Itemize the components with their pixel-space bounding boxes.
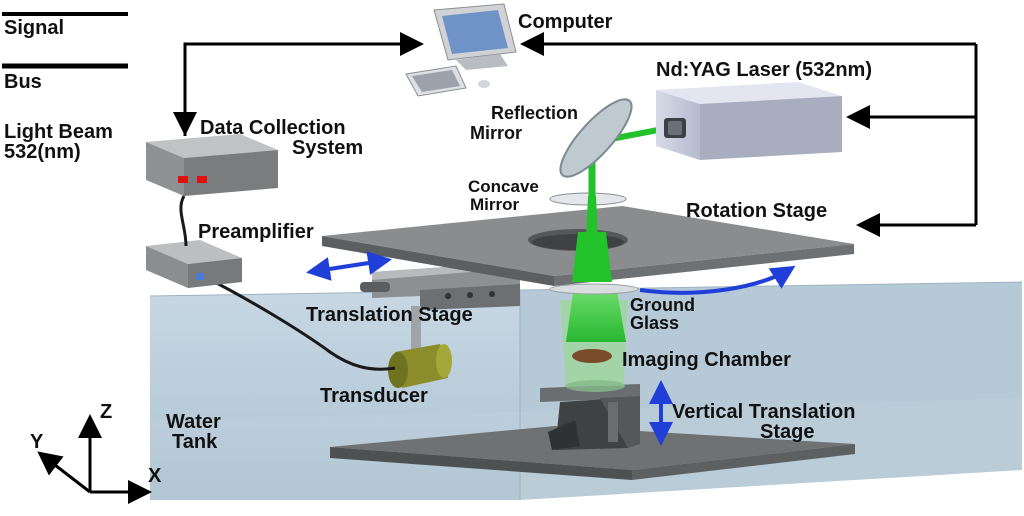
computer-label: Computer bbox=[518, 11, 613, 33]
rotation-motion-arrow bbox=[639, 265, 796, 295]
beam-expanded-cone bbox=[566, 286, 626, 342]
data-collection-device bbox=[146, 134, 278, 196]
ground-glass-label: Ground bbox=[630, 295, 695, 315]
laser-device bbox=[656, 82, 842, 160]
preamplifier-device bbox=[146, 240, 242, 288]
transducer-cable bbox=[204, 275, 396, 371]
vertical-translation-stage-device bbox=[540, 384, 640, 450]
coordinate-axes bbox=[37, 414, 152, 504]
x-axis-label: X bbox=[148, 465, 162, 487]
rotation-stage-label: Rotation Stage bbox=[686, 200, 828, 222]
transducer-label: Transducer bbox=[320, 385, 428, 407]
vertical-stage-label-line2: Stage bbox=[760, 421, 815, 443]
legend-signal-label: Signal bbox=[4, 17, 65, 39]
translation-motion-arrow bbox=[306, 251, 392, 281]
reflection-mirror-label: Reflection bbox=[490, 103, 578, 123]
computer-device bbox=[405, 3, 517, 97]
signal-bus-lines bbox=[173, 32, 978, 237]
translation-stage-label: Translation Stage bbox=[306, 304, 473, 326]
vertical-stage-label: Vertical Translation bbox=[672, 401, 856, 423]
reflection-mirror-disk bbox=[559, 98, 633, 178]
concave-mirror-label: Concave bbox=[468, 177, 539, 196]
transducer-device bbox=[388, 344, 452, 388]
legend-light-beam-label: Light Beam bbox=[4, 121, 113, 143]
z-axis-label: Z bbox=[100, 401, 113, 423]
laser-label: Nd:YAG Laser (532nm) bbox=[656, 59, 872, 81]
ground-glass-label-line2: Glass bbox=[630, 313, 680, 333]
preamplifier-label: Preamplifier bbox=[198, 221, 314, 243]
data-collection-label-line2: System bbox=[292, 137, 364, 159]
preamp-cable bbox=[179, 195, 188, 247]
reflection-mirror-label-line2: Mirror bbox=[470, 123, 523, 143]
legend-bus-label: Bus bbox=[4, 71, 42, 93]
imaging-chamber-label: Imaging Chamber bbox=[622, 349, 791, 371]
motion-arrows bbox=[306, 251, 796, 446]
water-tank-label: Water bbox=[166, 411, 221, 433]
ground-glass-disk bbox=[549, 283, 639, 295]
concave-mirror-label-line2: Mirror bbox=[470, 195, 520, 214]
legend-light-beam-wavelength: 532(nm) bbox=[4, 141, 81, 163]
data-collection-label: Data Collection bbox=[200, 117, 346, 139]
y-axis-label: Y bbox=[30, 431, 44, 453]
y-axis-arrow bbox=[37, 451, 91, 494]
water-tank-label-line2: Tank bbox=[172, 431, 218, 453]
